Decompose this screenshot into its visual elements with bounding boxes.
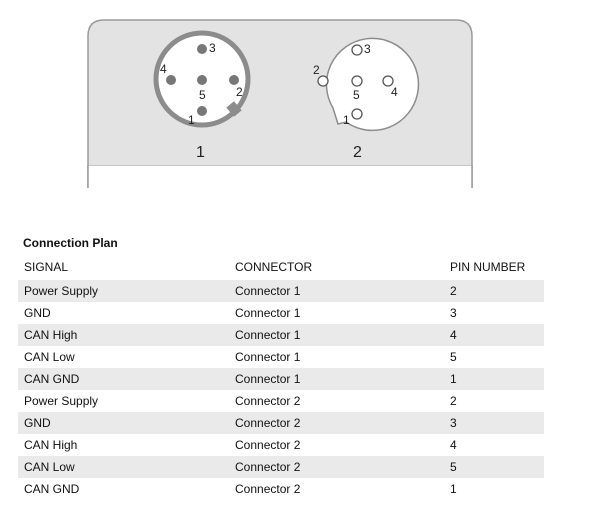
- connector-diagram: 3 4 5 2 1 1 3 2 5 4 1 2: [87, 19, 473, 188]
- cell-signal: CAN GND: [24, 372, 80, 386]
- table-row: CAN GND Connector 2 1: [18, 478, 544, 500]
- cell-pin-number: 2: [450, 284, 457, 298]
- connector-2-pin-5: [351, 75, 363, 87]
- cell-pin-number: 3: [450, 416, 457, 430]
- connector-1-pin-2: [229, 75, 239, 85]
- connector-1-pin-1: [197, 106, 207, 116]
- cell-pin-number: 5: [450, 350, 457, 364]
- table-row: GND Connector 2 3: [18, 412, 544, 434]
- table-row: CAN High Connector 1 4: [18, 324, 544, 346]
- cell-pin-number: 4: [450, 328, 457, 342]
- connector-1-pin-3-label: 3: [209, 41, 216, 55]
- cell-pin-number: 1: [450, 372, 457, 386]
- connector-1-pin-3: [197, 44, 207, 54]
- connector-2-pin-4: [382, 75, 394, 87]
- housing-lower-panel: [88, 166, 472, 188]
- connector-2-pin-1: [351, 108, 363, 120]
- connector-2-pin-5-label: 5: [353, 88, 360, 102]
- connector-1-pin-2-label: 2: [236, 85, 243, 99]
- cell-signal: CAN Low: [24, 350, 75, 364]
- connector-2-body: [325, 37, 420, 132]
- header-pin-number: PIN NUMBER: [450, 260, 526, 274]
- cell-signal: Power Supply: [24, 284, 99, 298]
- connector-2-pin-2-label: 2: [313, 63, 320, 77]
- cell-connector: Connector 2: [235, 416, 301, 430]
- connector-2-pin-1-label: 1: [343, 113, 350, 127]
- cell-connector: Connector 1: [235, 306, 301, 320]
- table-row: CAN GND Connector 1 1: [18, 368, 544, 390]
- cell-pin-number: 5: [450, 460, 457, 474]
- connector-1-label: 1: [196, 144, 205, 161]
- cell-signal: Power Supply: [24, 394, 99, 408]
- table-title: Connection Plan: [23, 236, 118, 250]
- connector-1-key: [226, 101, 242, 117]
- table-row: CAN High Connector 2 4: [18, 434, 544, 456]
- connector-2-pin-3: [351, 44, 363, 56]
- table-row: GND Connector 1 3: [18, 302, 544, 324]
- cell-signal: CAN Low: [24, 460, 75, 474]
- connector-1-pin-5: [197, 75, 207, 85]
- cell-signal: CAN High: [24, 328, 78, 342]
- cell-pin-number: 2: [450, 394, 457, 408]
- cell-signal: CAN High: [24, 438, 78, 452]
- cell-connector: Connector 1: [235, 328, 301, 342]
- connector-2-label: 2: [353, 144, 362, 161]
- table-row: Power Supply Connector 2 2: [18, 390, 544, 412]
- cell-pin-number: 4: [450, 438, 457, 452]
- cell-signal: GND: [24, 416, 51, 430]
- cell-connector: Connector 2: [235, 394, 301, 408]
- cell-connector: Connector 2: [235, 482, 301, 496]
- connector-1-pin-1-label: 1: [188, 113, 195, 127]
- cell-connector: Connector 1: [235, 350, 301, 364]
- connector-2-pin-2: [317, 75, 329, 87]
- connector-1: 3 4 5 2 1 1: [153, 30, 251, 161]
- connector-2-pin-4-label: 4: [391, 85, 398, 99]
- header-connector: CONNECTOR: [235, 260, 313, 274]
- table-row: Power Supply Connector 1 2: [18, 280, 544, 302]
- cell-connector: Connector 1: [235, 372, 301, 386]
- connector-1-pin-4-label: 4: [160, 62, 167, 76]
- connector-1-pin-5-label: 5: [199, 88, 206, 102]
- cell-connector: Connector 2: [235, 438, 301, 452]
- cell-connector: Connector 2: [235, 460, 301, 474]
- table-row: CAN Low Connector 2 5: [18, 456, 544, 478]
- connector-2-pin-3-label: 3: [364, 42, 371, 56]
- connector-2: 3 2 5 4 1 2: [313, 37, 420, 161]
- connector-1-pin-4: [166, 75, 176, 85]
- cell-pin-number: 1: [450, 482, 457, 496]
- header-signal: SIGNAL: [24, 260, 69, 274]
- table-row: CAN Low Connector 1 5: [18, 346, 544, 368]
- cell-connector: Connector 1: [235, 284, 301, 298]
- cell-pin-number: 3: [450, 306, 457, 320]
- cell-signal: GND: [24, 306, 51, 320]
- cell-signal: CAN GND: [24, 482, 80, 496]
